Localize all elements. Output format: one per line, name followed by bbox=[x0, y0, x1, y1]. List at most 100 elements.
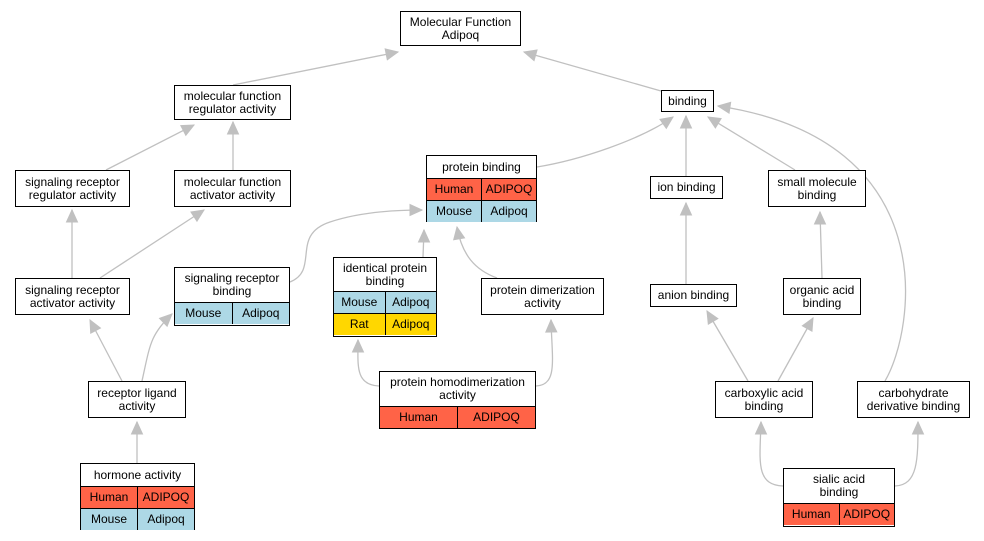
node-title: binding bbox=[668, 93, 707, 108]
node-title: small molecule binding bbox=[777, 174, 857, 202]
arrowhead-icon bbox=[659, 116, 674, 130]
arrowhead-icon bbox=[679, 114, 693, 129]
arrowhead-icon bbox=[522, 49, 538, 62]
gene-cell: Adipoq bbox=[481, 201, 536, 222]
arrowhead-icon bbox=[813, 210, 827, 225]
node-title: hormone activity bbox=[93, 467, 182, 482]
edge-ion-to-binding bbox=[679, 114, 693, 176]
edge-sr-act-to-sr-reg bbox=[65, 208, 79, 278]
annotation-row-rat: Rat Adipoq bbox=[334, 313, 436, 335]
edge-line bbox=[232, 51, 399, 86]
gene-cell: Adipoq bbox=[384, 314, 437, 335]
node-prot-dimer[interactable]: protein dimerization activity bbox=[481, 278, 604, 315]
arrowhead-icon bbox=[679, 201, 693, 216]
arrowhead-icon bbox=[384, 48, 400, 61]
node-title: Molecular Function Adipoq bbox=[409, 14, 512, 42]
node-anion-bind[interactable]: anion binding bbox=[650, 284, 737, 307]
edge-carbo-deriv-to-binding bbox=[716, 101, 907, 382]
node-rec-ligand[interactable]: receptor ligand activity bbox=[88, 381, 186, 418]
node-title: protein homodimerization activity bbox=[390, 375, 525, 402]
species-cell: Human bbox=[791, 507, 831, 521]
node-title: organic acid binding bbox=[789, 282, 855, 310]
arrowhead-icon bbox=[130, 420, 144, 435]
edge-line bbox=[706, 310, 749, 382]
annotation-row-mouse: Mouse Adipoq bbox=[175, 302, 289, 324]
arrowhead-icon bbox=[65, 208, 79, 223]
node-carbox[interactable]: carboxylic acid binding bbox=[715, 381, 813, 418]
edge-protein-bind-to-binding bbox=[536, 116, 674, 168]
edge-carbox-to-org-acid bbox=[777, 316, 814, 382]
node-binding[interactable]: binding bbox=[661, 90, 714, 112]
gene-cell: ADIPOQ bbox=[838, 504, 895, 525]
node-mf-act[interactable]: molecular function activator activity bbox=[174, 170, 291, 207]
gene-cell: Adipoq bbox=[231, 303, 290, 324]
gene-cell: ADIPOQ bbox=[457, 407, 535, 428]
arrowhead-icon bbox=[706, 309, 719, 325]
node-title: ion binding bbox=[657, 180, 716, 194]
gene-cell: Adipoq bbox=[384, 292, 437, 313]
species-cell: Mouse bbox=[185, 306, 222, 320]
species-cell: Mouse bbox=[435, 204, 473, 218]
arrowhead-icon bbox=[801, 316, 814, 332]
node-title: receptor ligand activity bbox=[97, 385, 177, 413]
node-carbo-deriv[interactable]: carbohydrate derivative binding bbox=[857, 381, 970, 418]
node-org-acid[interactable]: organic acid binding bbox=[783, 278, 861, 315]
node-mf-root[interactable]: Molecular Function Adipoq bbox=[400, 11, 521, 46]
edge-sr-bind-to-protein-bind bbox=[289, 203, 424, 283]
edge-mf-reg-to-root bbox=[232, 48, 400, 86]
edge-mf-act-to-mf-reg bbox=[226, 120, 240, 170]
node-title: molecular function activator activity bbox=[183, 174, 282, 202]
edge-sr-act-to-mf-act bbox=[99, 209, 206, 279]
edge-anion-to-ion bbox=[679, 201, 693, 284]
node-title: signaling receptor binding bbox=[184, 271, 280, 298]
edge-sialic-to-carbox bbox=[754, 420, 784, 487]
edge-hormone-to-rec-ligand bbox=[130, 420, 144, 463]
arrowhead-icon bbox=[226, 120, 240, 135]
edge-dimer-to-protein-bind bbox=[453, 225, 498, 279]
edge-sialic-to-carbo-deriv bbox=[894, 420, 925, 487]
edge-line bbox=[523, 51, 662, 92]
species-cell: Mouse bbox=[341, 295, 378, 309]
edge-homodimer-to-dimer bbox=[535, 318, 558, 387]
node-title: anion binding bbox=[657, 288, 730, 302]
gene-cell: ADIPOQ bbox=[137, 487, 194, 508]
node-title: signaling receptor regulator activity bbox=[25, 174, 120, 202]
edge-carbox-to-anion bbox=[706, 309, 749, 382]
edge-line bbox=[536, 116, 674, 168]
node-title: signaling receptor activator activity bbox=[25, 282, 120, 310]
node-mf-reg[interactable]: molecular function regulator activity bbox=[174, 85, 291, 120]
species-cell: Rat bbox=[349, 317, 369, 331]
arrowhead-icon bbox=[545, 318, 558, 333]
edge-ident-to-protein-bind bbox=[417, 228, 431, 258]
edge-line bbox=[99, 209, 205, 279]
node-small-mol[interactable]: small molecule binding bbox=[768, 170, 866, 207]
species-cell: Human bbox=[399, 410, 438, 424]
node-sr-act[interactable]: signaling receptor activator activity bbox=[15, 278, 130, 315]
node-sr-reg[interactable]: signaling receptor regulator activity bbox=[15, 170, 130, 207]
species-cell: Mouse bbox=[90, 512, 128, 526]
node-title: identical protein binding bbox=[342, 260, 428, 288]
arrowhead-icon bbox=[417, 228, 431, 243]
edge-org-acid-to-small-mol bbox=[813, 210, 827, 279]
annotation-row-mouse: Mouse Adipoq bbox=[427, 200, 536, 222]
arrowhead-icon bbox=[190, 209, 206, 223]
arrowhead-icon bbox=[754, 420, 768, 435]
node-title: carbohydrate derivative binding bbox=[866, 385, 961, 413]
node-title: molecular function regulator activity bbox=[183, 88, 282, 116]
arrowhead-icon bbox=[911, 420, 925, 435]
annotation-row-mouse: Mouse Adipoq bbox=[334, 291, 436, 313]
edge-rec-ligand-to-sr-bind bbox=[141, 313, 173, 382]
node-ion-bind[interactable]: ion binding bbox=[650, 176, 723, 199]
annotation-row-human: Human ADIPOQ bbox=[784, 503, 894, 525]
arrowhead-icon bbox=[89, 318, 102, 334]
annotation-row-human: Human ADIPOQ bbox=[380, 406, 535, 428]
